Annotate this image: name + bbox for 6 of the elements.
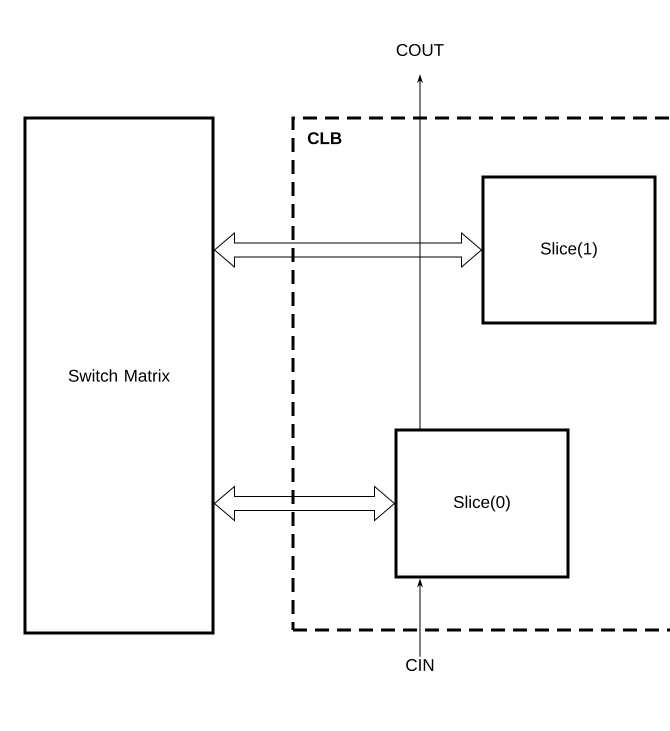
block-box: Slice(1) — [482, 176, 656, 324]
group-title: CLB — [308, 132, 342, 144]
signal-label: CIN — [406, 658, 434, 672]
signal-label: COUT — [396, 44, 444, 56]
block-box: Slice(0) — [394, 428, 570, 578]
block-box: Switch Matrix — [24, 116, 214, 634]
